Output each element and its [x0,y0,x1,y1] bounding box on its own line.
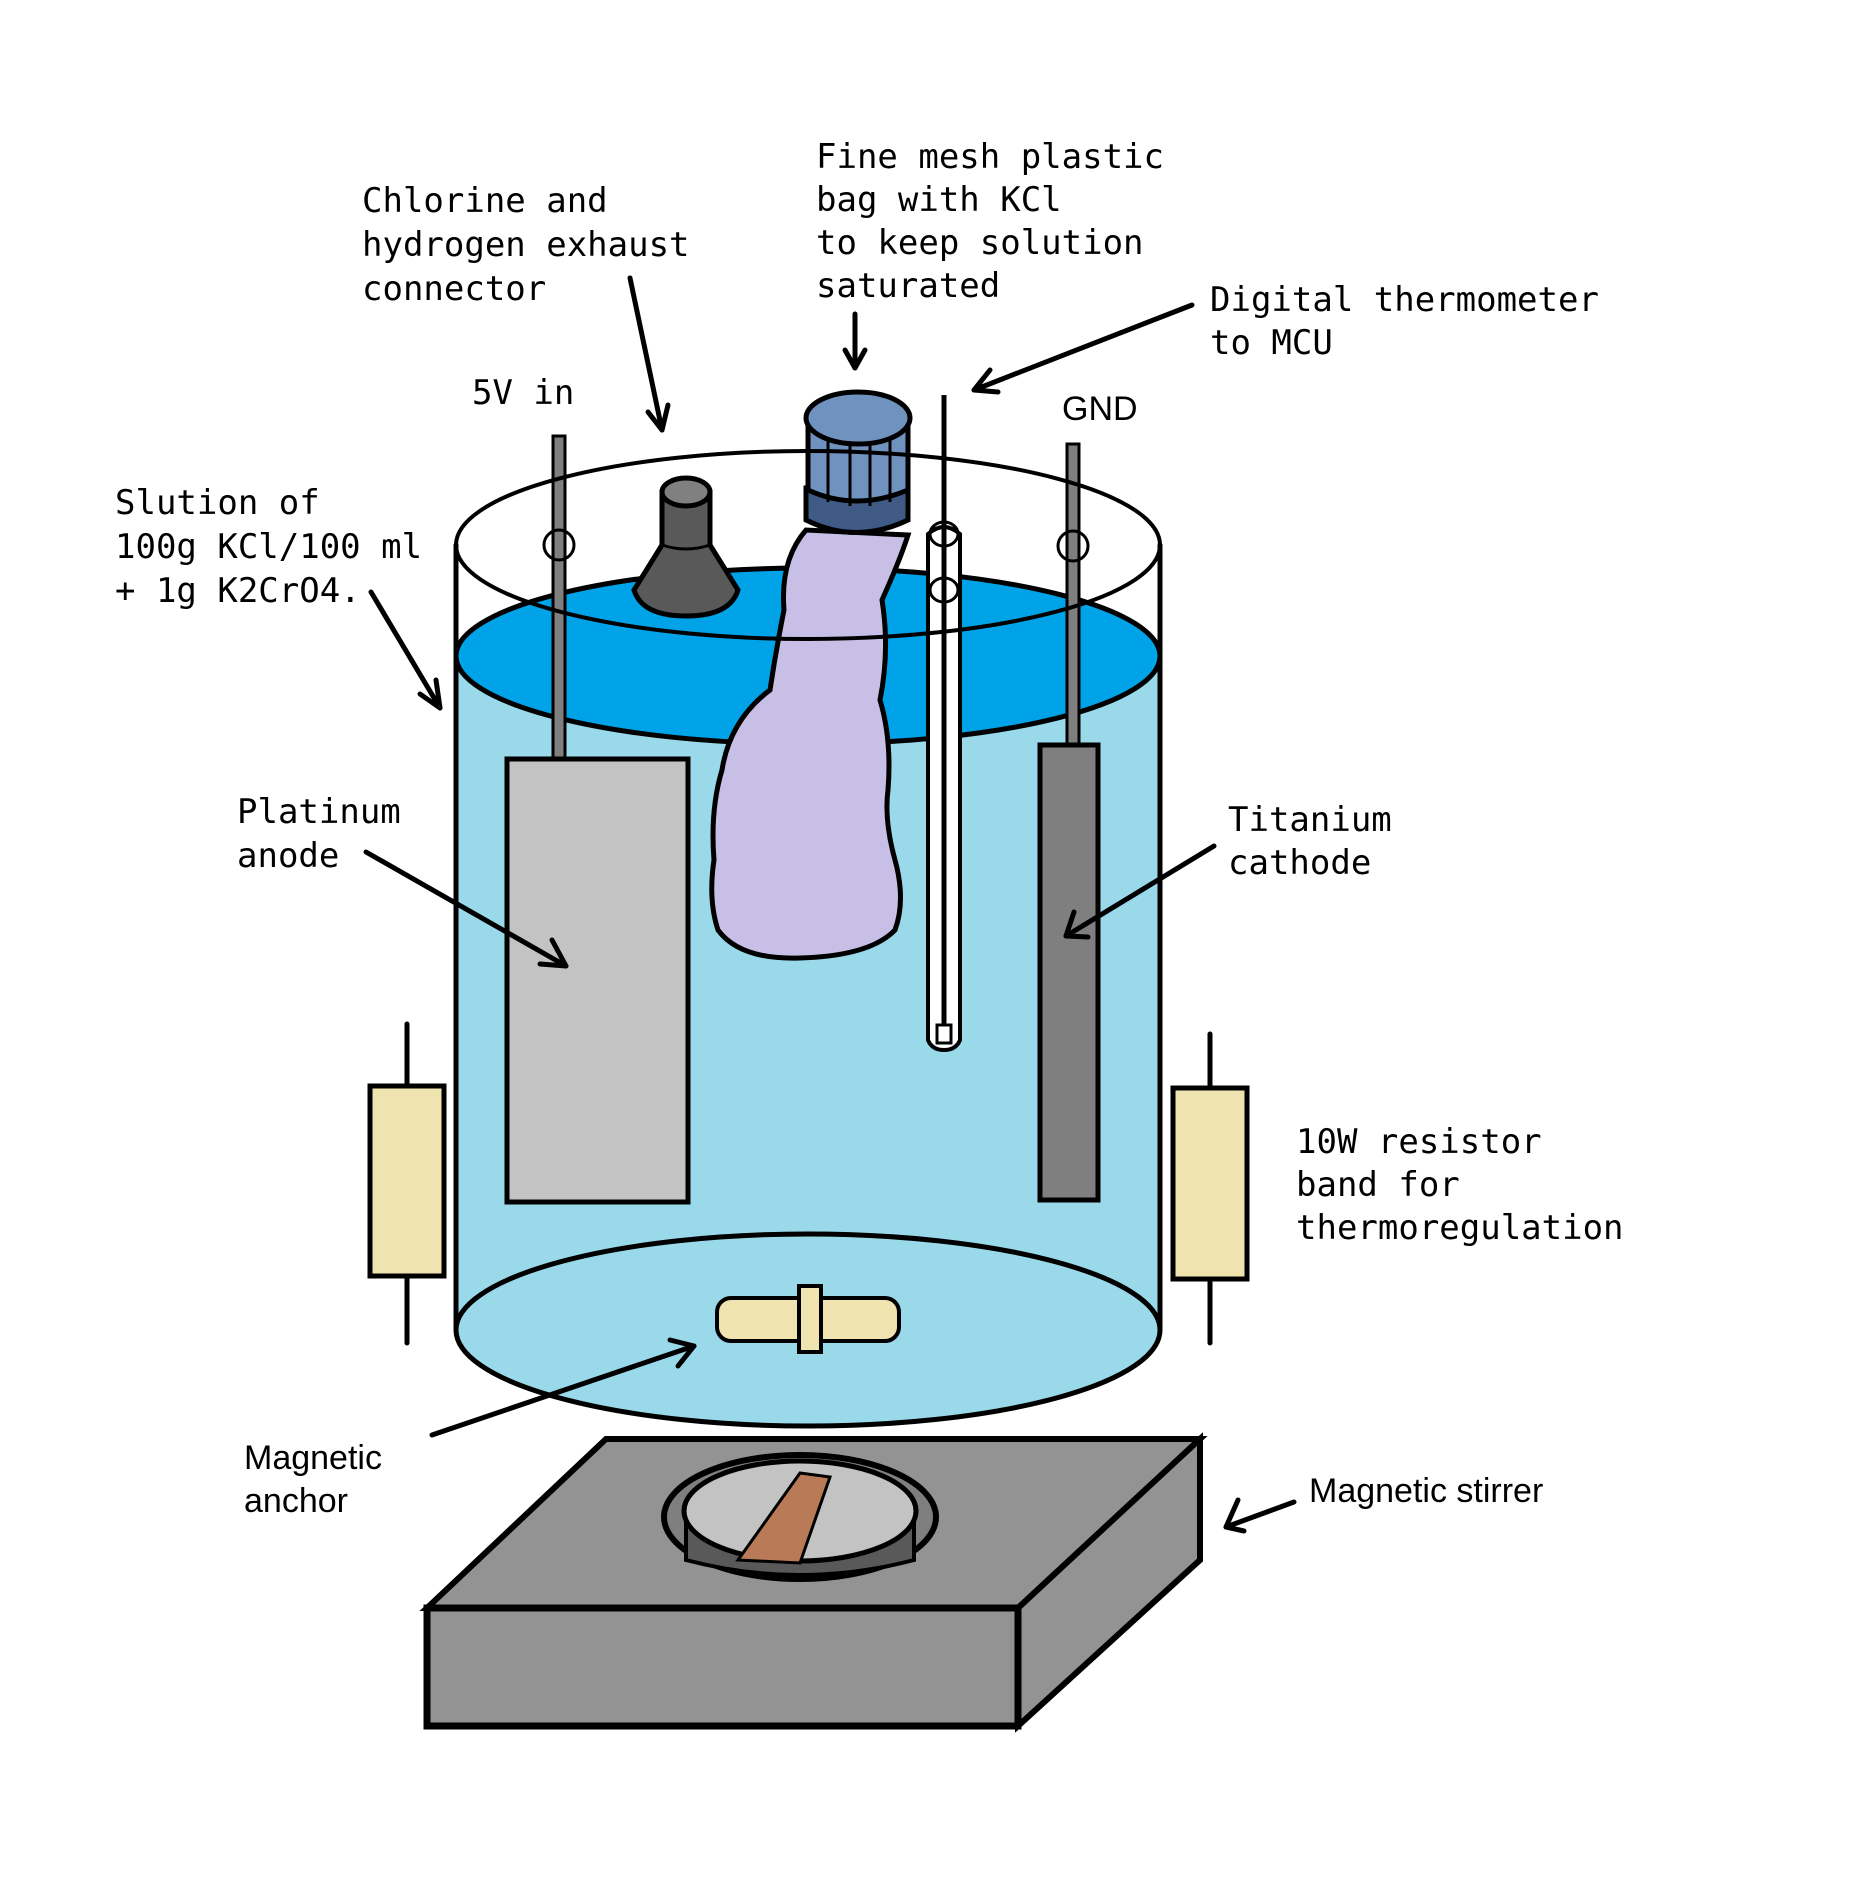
label-resistor-line-3: thermoregulation [1296,1208,1624,1248]
label-exhaust-line-1: Chlorine and [362,181,608,221]
arrow-bag [842,311,868,371]
label-exhaust-line-2: hydrogen exhaust [362,225,690,265]
stir-bar-icon [715,1284,901,1354]
label-anode-line-2: anode [237,836,339,876]
arrows [363,275,1297,1534]
label-solution-line-1: Slution of [115,483,320,523]
label-exhaust: Chlorine and hydrogen exhaust connector [362,181,690,309]
stirrer-front-face [423,1604,1022,1730]
label-thermometer: Digital thermometer to MCU [1210,280,1599,363]
cathode-plate-icon [1037,442,1101,1203]
label-anchor-line-1: Magnetic [244,1439,382,1477]
label-bag-line-2: bag with KCl [816,180,1062,220]
label-thermometer-line-1: Digital thermometer [1210,280,1599,320]
label-bag-line-1: Fine mesh plastic [816,137,1164,177]
arrow-cathode [1063,843,1217,940]
label-bag: Fine mesh plastic bag with KCl to keep s… [816,137,1164,306]
arrow-exhaust [627,275,671,433]
label-anchor: Magnetic anchor [244,1439,382,1520]
label-bag-line-3: to keep solution [816,223,1144,263]
arrow-solution [368,589,443,711]
thermometer-icon [926,395,962,1053]
magnetic-stirrer-icon [419,1432,1208,1733]
resistor-icon [1170,1031,1250,1346]
label-resistor: 10W resistor band for thermoregulation [1296,1122,1624,1248]
jar-top-rim [454,449,1162,641]
anode-plate-icon [504,434,691,1205]
label-solution-line-3: + 1g K2CrO4. [115,571,361,611]
resistor-icon [367,1021,447,1346]
label-solution: Slution of 100g KCl/100 ml + 1g K2CrO4. [115,483,422,611]
label-cathode: Titanium cathode [1228,800,1392,883]
label-power-in: 5V in [472,373,574,413]
label-exhaust-line-3: connector [362,269,546,309]
label-anode-line-1: Platinum [237,792,401,832]
label-resistor-line-1: 10W resistor [1296,1122,1542,1162]
label-thermometer-line-2: to MCU [1210,323,1333,363]
arrow-stirrer [1223,1497,1297,1534]
label-cathode-line-1: Titanium [1228,800,1392,840]
label-bag-line-4: saturated [816,266,1000,306]
label-anchor-line-2: anchor [244,1482,348,1520]
label-anode: Platinum anode [237,792,401,876]
label-resistor-line-2: band for [1296,1165,1460,1205]
arrow-anchor [429,1337,697,1438]
stirrer-magnet [735,1471,833,1565]
arrow-thermometer [971,302,1195,395]
exhaust-connector-icon [631,475,741,619]
label-solution-line-2: 100g KCl/100 ml [115,527,422,567]
label-cathode-line-2: cathode [1228,843,1371,883]
label-stirrer: Magnetic stirrer [1309,1472,1543,1510]
arrow-anode [363,849,569,969]
label-ground: GND [1062,390,1138,428]
